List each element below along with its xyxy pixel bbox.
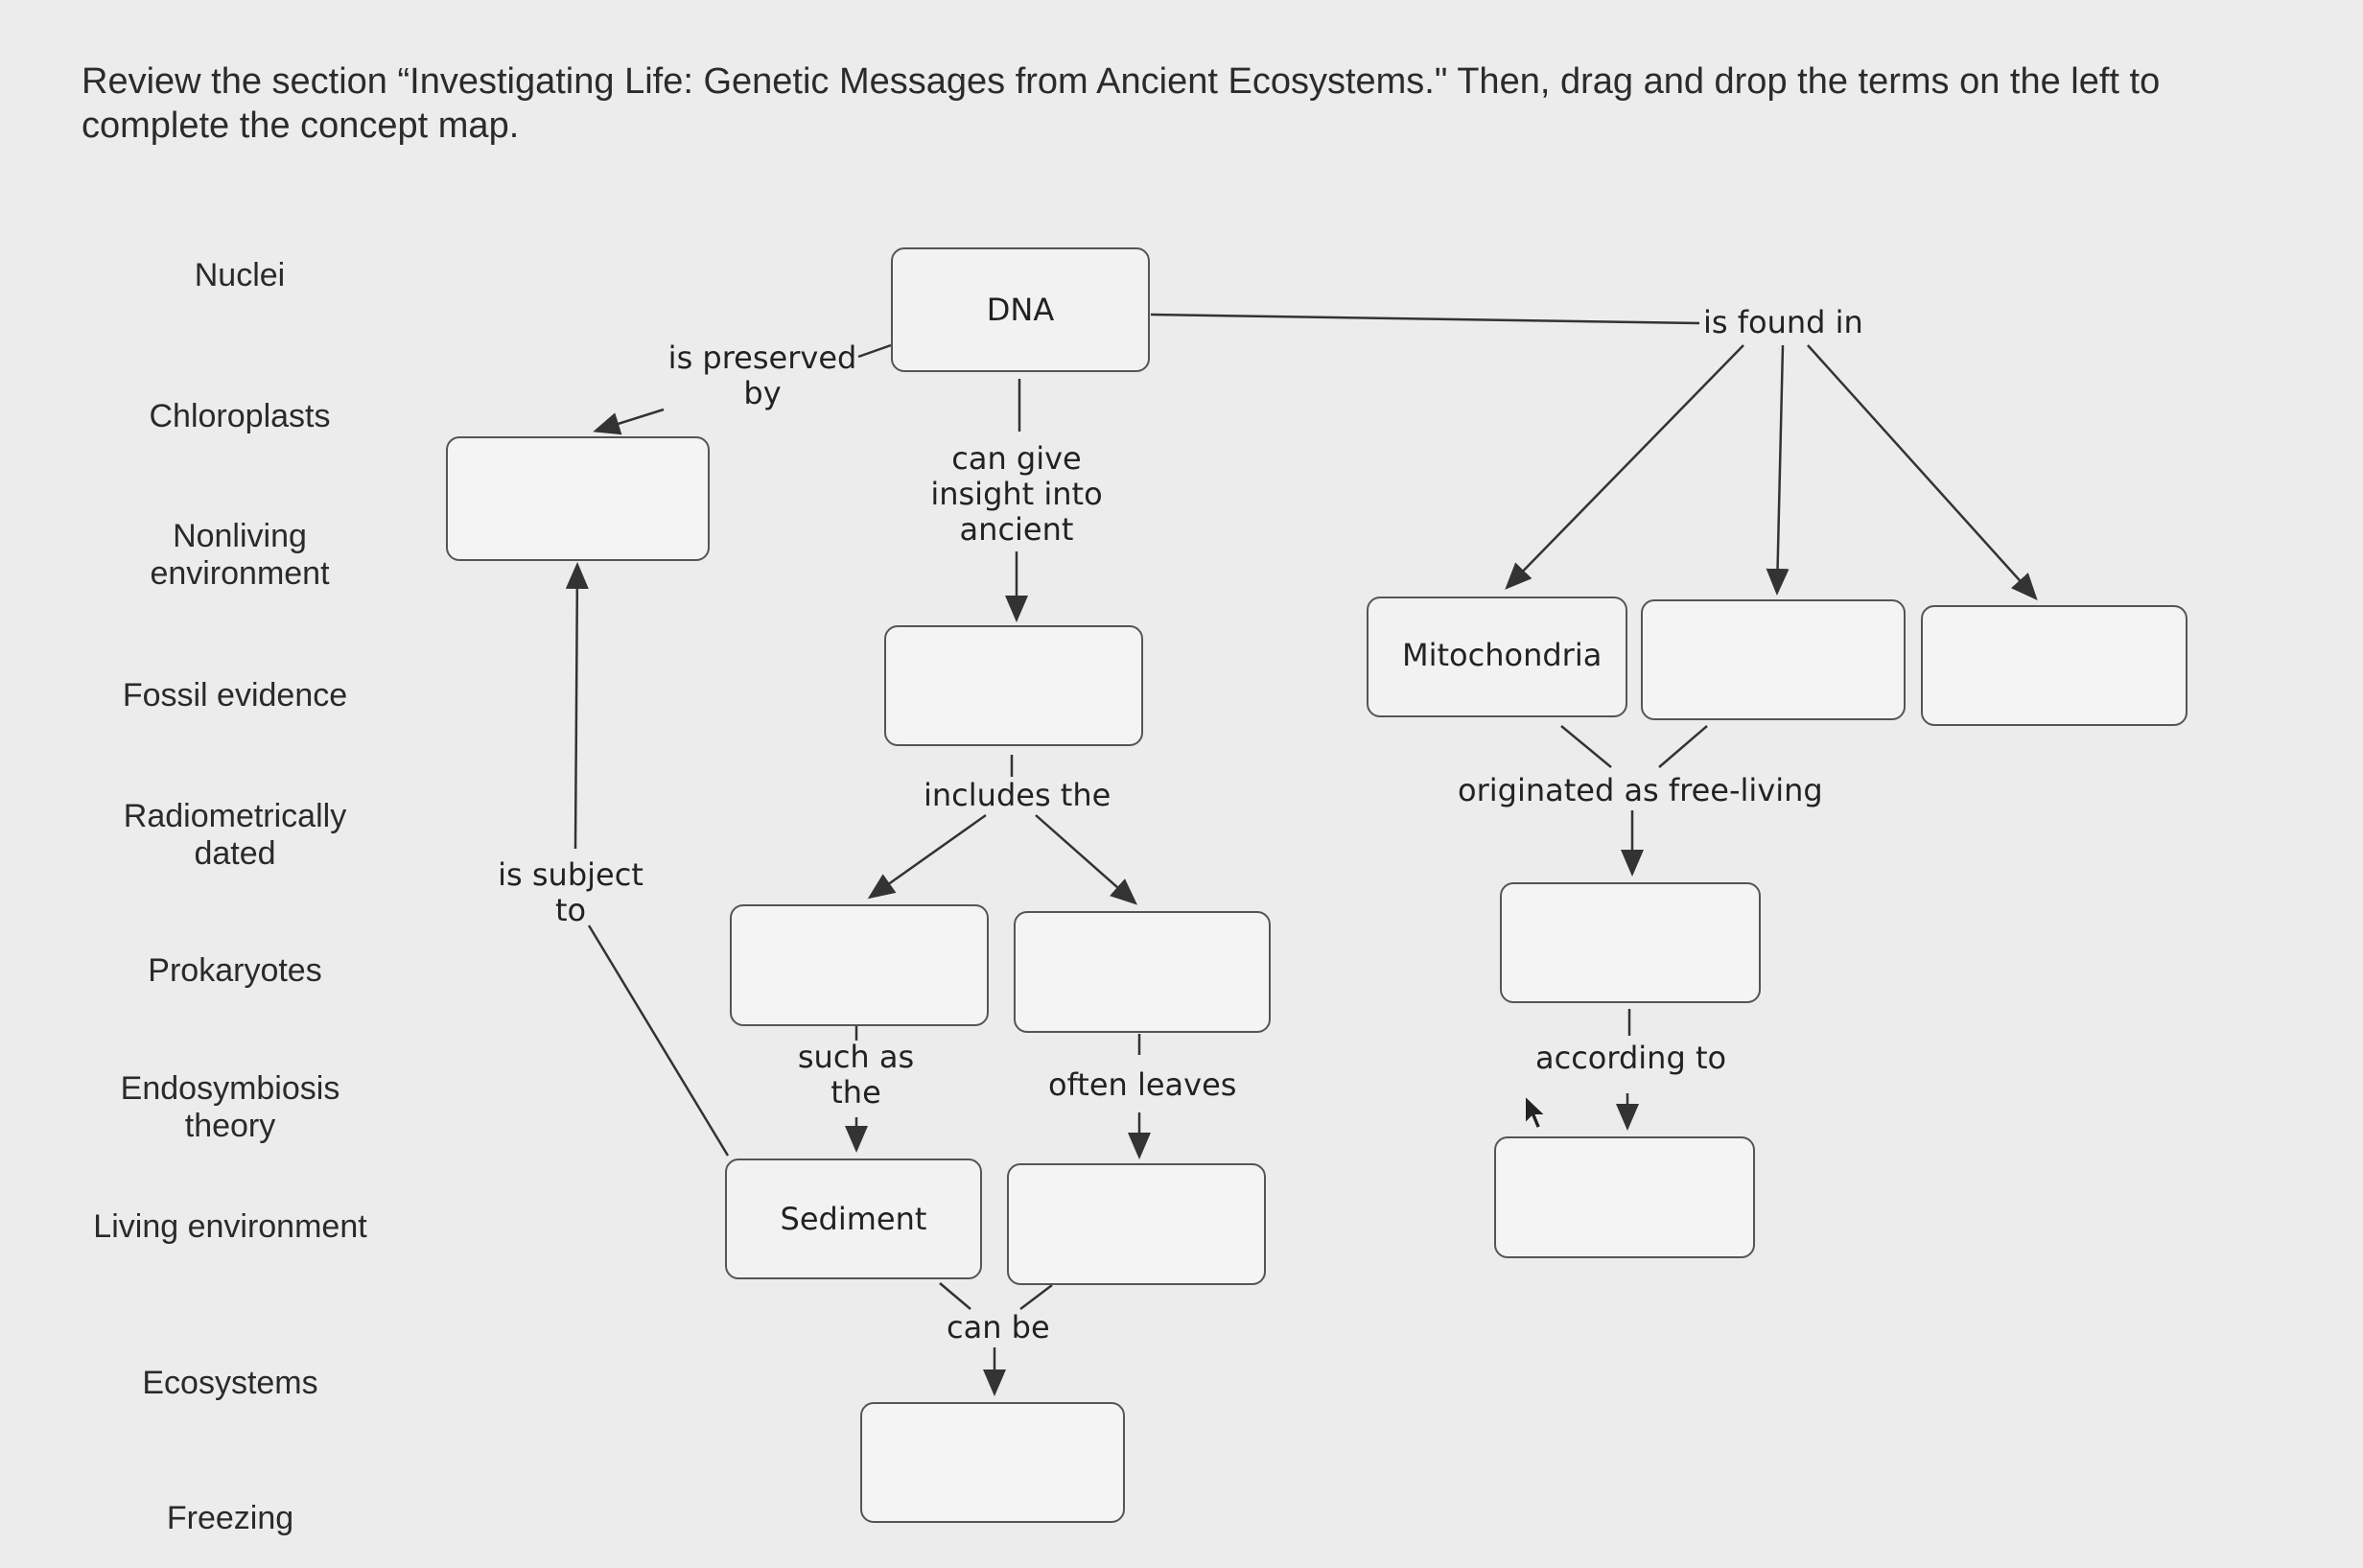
drop-zone-insight-into[interactable] (884, 625, 1143, 746)
term-chloroplasts[interactable]: Chloroplasts (149, 398, 331, 434)
drop-zone-preserved-by[interactable] (446, 436, 710, 561)
drop-zone-found-in-middle[interactable] (1641, 599, 1906, 720)
link-is-found-in: is found in (1703, 304, 1863, 340)
term-fossil-evidence[interactable]: Fossil evidence (122, 677, 348, 714)
drop-zone-found-in-right[interactable] (1921, 605, 2188, 726)
drop-zone-can-be[interactable] (860, 1402, 1125, 1523)
link-such-as-the: such as the (797, 1039, 915, 1111)
mouse-pointer-icon (1524, 1093, 1549, 1131)
term-freezing[interactable]: Freezing (166, 1500, 294, 1536)
dna-node: DNA (891, 247, 1150, 372)
drop-zone-originated-as[interactable] (1500, 882, 1761, 1003)
instructions-text: Review the section “Investigating Life: … (82, 61, 2161, 146)
link-can-be: can be (947, 1309, 1050, 1346)
mitochondria-node: Mitochondria (1367, 597, 1627, 717)
term-nuclei[interactable]: Nuclei (194, 257, 286, 293)
sediment-node: Sediment (725, 1158, 982, 1279)
drop-zone-often-leaves[interactable] (1007, 1163, 1266, 1285)
drop-zone-includes-left[interactable] (730, 904, 989, 1026)
link-is-subject-to: is subject to (498, 856, 643, 928)
drop-zone-according-to[interactable] (1494, 1136, 1755, 1258)
term-prokaryotes[interactable]: Prokaryotes (148, 952, 322, 989)
term-endosymbiosis-theory[interactable]: Endosymbiosis theory (120, 1070, 340, 1144)
link-is-preserved-by: is preserved by (667, 339, 857, 411)
term-radiometrically-dated[interactable]: Radiometrically dated (123, 798, 347, 872)
link-includes-the: includes the (924, 777, 1111, 813)
link-originated-as-free-living: originated as free-living (1458, 772, 1823, 808)
term-ecosystems[interactable]: Ecosystems (142, 1365, 318, 1401)
link-can-give-insight: can give insight into ancient (930, 440, 1103, 548)
link-according-to: according to (1535, 1040, 1727, 1076)
drop-zone-includes-right[interactable] (1014, 911, 1271, 1033)
term-nonliving-environment[interactable]: Nonliving environment (150, 518, 330, 592)
term-living-environment[interactable]: Living environment (93, 1208, 367, 1245)
link-often-leaves: often leaves (1048, 1066, 1237, 1103)
